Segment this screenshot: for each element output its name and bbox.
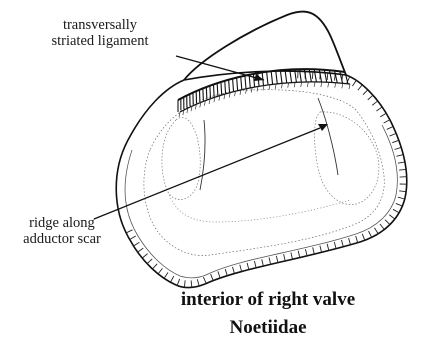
ligament-stria: [210, 86, 211, 98]
caption-family: Noetiidae: [148, 317, 388, 339]
ligament-label-line1: transversally: [25, 17, 175, 33]
ligament-stria: [217, 83, 218, 95]
valve-outline: [116, 71, 407, 287]
caption-title: interior of right valve: [148, 289, 388, 311]
ligament-stria: [203, 88, 204, 100]
ligament-label: transversally striated ligament: [25, 17, 175, 49]
ridge-label-line1: ridge along: [12, 215, 112, 231]
ligament-stria: [213, 84, 214, 96]
ridge-label: ridge along adductor scar: [12, 215, 112, 247]
margin-tick: [327, 73, 328, 80]
ligament-stria: [206, 87, 207, 99]
ligament-stria: [221, 82, 222, 94]
ligament-label-line2: striated ligament: [25, 33, 175, 49]
ridge-label-line2: adductor scar: [12, 231, 112, 247]
